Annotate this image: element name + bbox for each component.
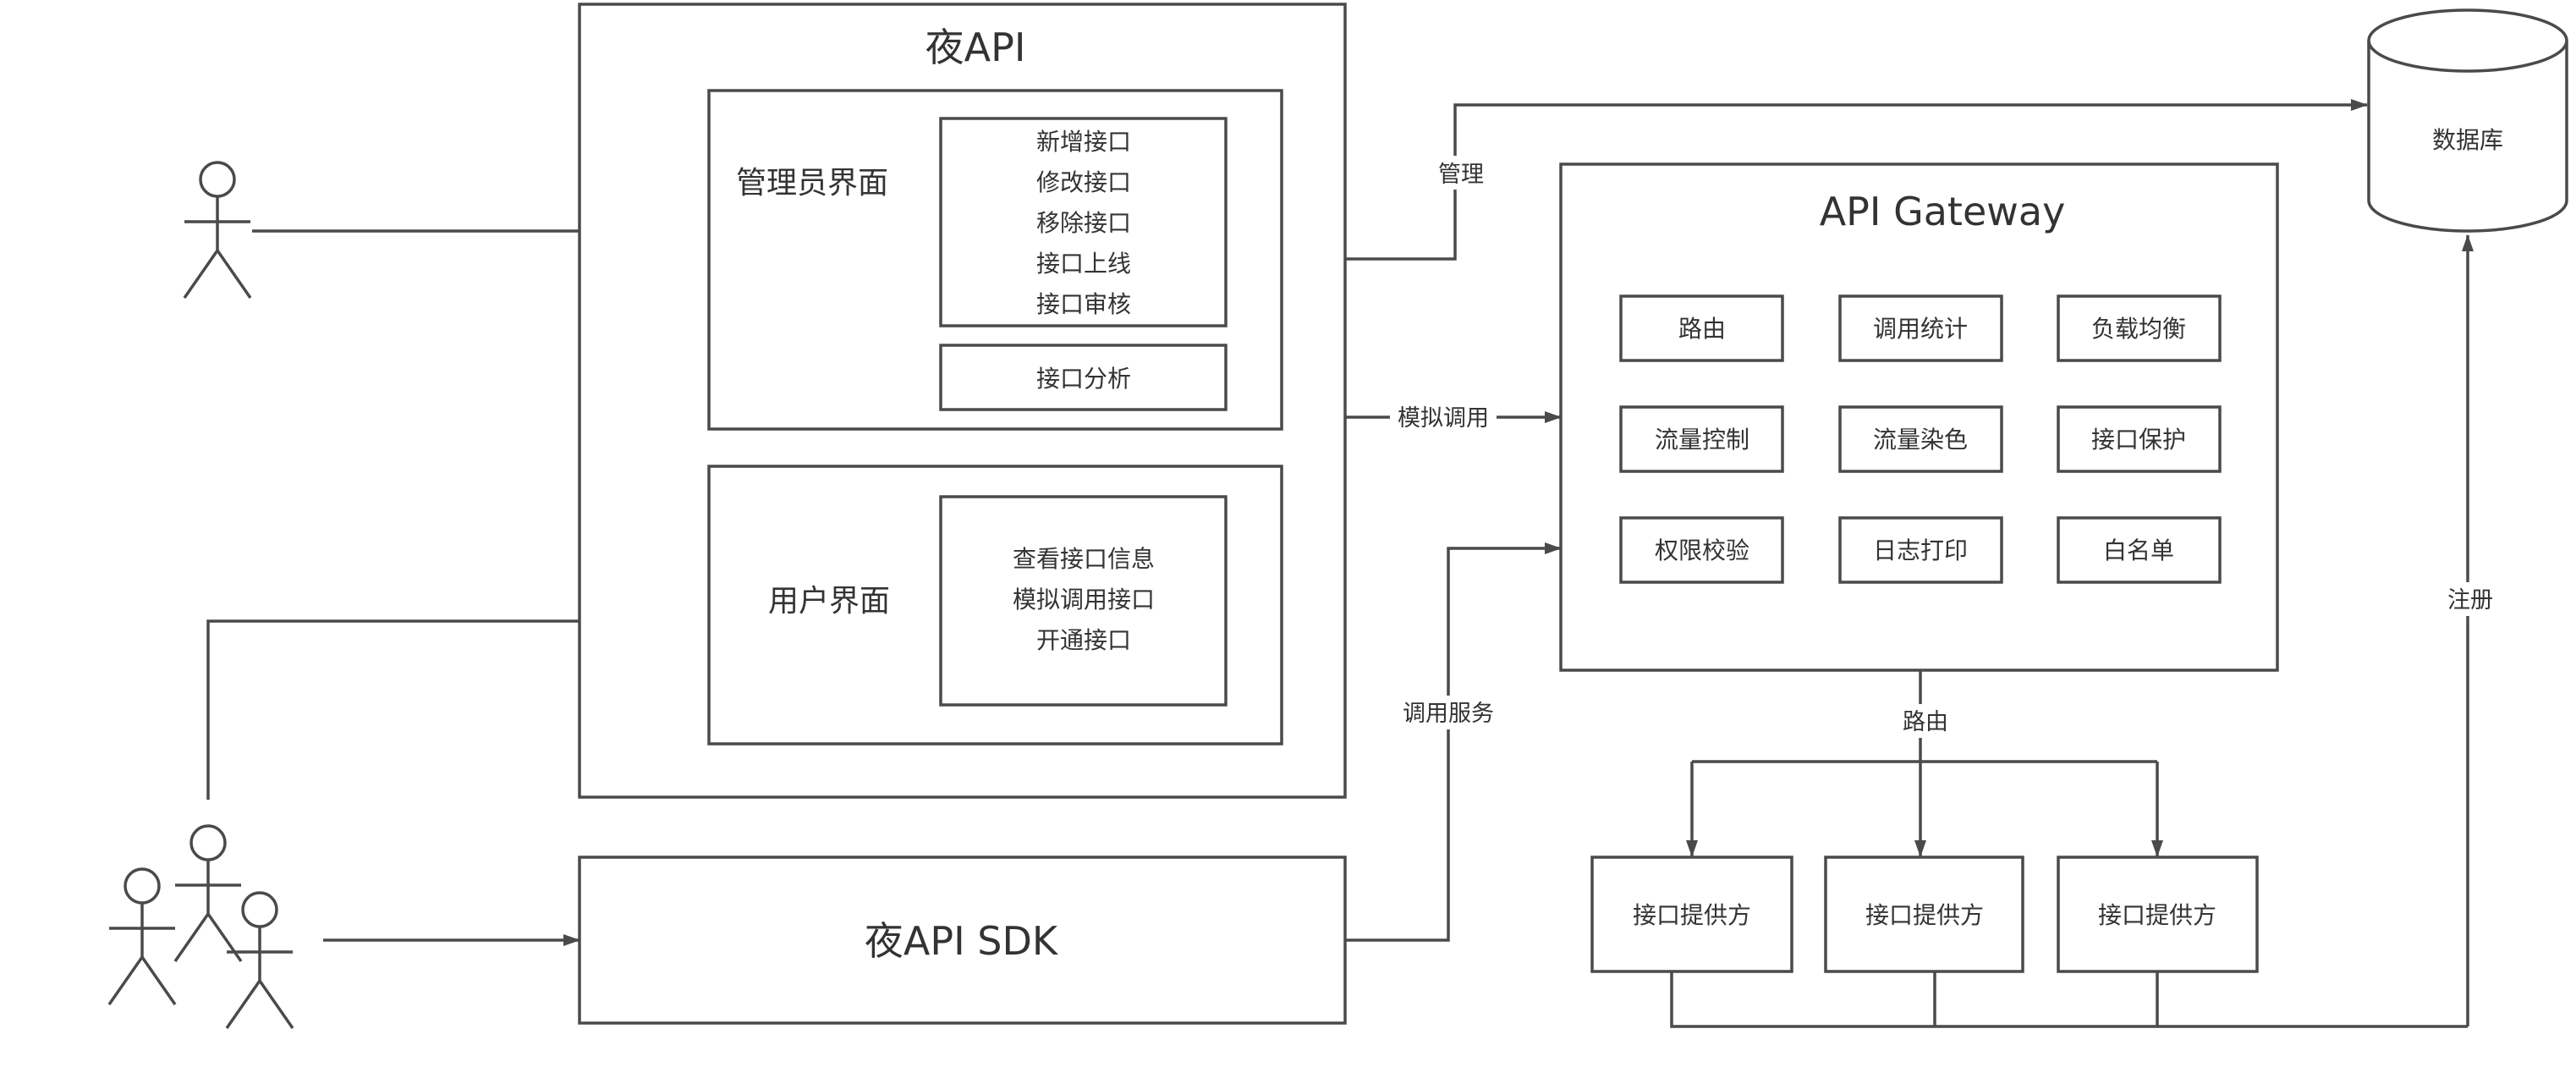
gateway-feature-box xyxy=(1619,516,1784,584)
admin-panel-title: 管理员界面 xyxy=(736,166,888,201)
register-bus xyxy=(1670,971,2468,1028)
provider-box xyxy=(1824,856,2024,973)
provider-label: 接口提供方 xyxy=(2098,901,2216,929)
admin-function-item: 接口上线 xyxy=(1036,250,1131,278)
gateway-feature-label: 调用统计 xyxy=(1873,315,1968,343)
gateway-feature-box xyxy=(2057,294,2222,362)
analysis-box xyxy=(939,344,1228,411)
gateway-feature-box xyxy=(1619,405,1784,473)
gateway-feature-label: 路由 xyxy=(1678,315,1726,343)
user-function-item: 模拟调用接口 xyxy=(1013,586,1155,614)
database-label: 数据库 xyxy=(2432,126,2503,154)
provider-label: 接口提供方 xyxy=(1865,901,1984,929)
database-cylinder-top xyxy=(2367,8,2568,73)
analysis-label: 接口分析 xyxy=(1036,365,1131,393)
edge-label-register: 注册 xyxy=(2447,587,2493,614)
admin-function-item: 移除接口 xyxy=(1036,209,1131,237)
user-panel-title: 用户界面 xyxy=(768,584,890,619)
admin-function-item: 接口审核 xyxy=(1036,290,1131,318)
provider-label: 接口提供方 xyxy=(1633,901,1751,929)
gateway-feature-box xyxy=(1838,294,2003,362)
edge-label-call-service: 调用服务 xyxy=(1403,701,1494,727)
connectors xyxy=(206,99,2474,1028)
main-system: 夜API 管理员界面 新增接口 修改接口 移除接口 接口上线 接口审核 接口分析… xyxy=(578,3,1347,799)
gateway-feature-label: 日志打印 xyxy=(1873,536,1968,564)
api-gateway: API Gateway 路由 调用统计 负载均衡 流量控制 流量染色 接口保护 … xyxy=(1559,162,2279,672)
sdk-box xyxy=(578,856,1347,1025)
gateway-feature-label: 流量染色 xyxy=(1873,426,1968,454)
gateway-feature-label: 负载均衡 xyxy=(2091,315,2186,343)
call-service-arrow xyxy=(1345,542,1562,942)
gateway-title: API Gateway xyxy=(1820,189,2066,234)
user-actor-icon xyxy=(107,867,177,1006)
admin-functions-box xyxy=(939,117,1228,327)
database-cylinder-icon xyxy=(2367,41,2568,233)
sdk: 夜API SDK xyxy=(578,856,1347,1025)
sdk-title: 夜API SDK xyxy=(865,918,1059,964)
gateway-feature-label: 白名单 xyxy=(2103,536,2174,564)
gateway-feature-box xyxy=(1838,405,2003,473)
interface-providers: 接口提供方 接口提供方 接口提供方 xyxy=(1590,856,2259,973)
user-panel: 用户界面 查看接口信息 模拟调用接口 开通接口 xyxy=(707,465,1283,746)
edge-label-mock-call: 模拟调用 xyxy=(1398,405,1489,432)
gateway-feature-box xyxy=(1619,294,1784,362)
provider-box xyxy=(2057,856,2259,973)
gateway-feature-box xyxy=(2057,516,2222,584)
gateway-feature-label: 流量控制 xyxy=(1655,426,1749,454)
admin-function-item: 修改接口 xyxy=(1036,168,1131,196)
main-system-title: 夜API xyxy=(925,25,1026,70)
admin-function-item: 新增接口 xyxy=(1036,128,1131,156)
user-function-item: 开通接口 xyxy=(1036,626,1131,654)
gateway-feature-label: 接口保护 xyxy=(2091,426,2186,454)
users-to-user-panel-arrow xyxy=(206,615,710,800)
admin-panel: 管理员界面 新增接口 修改接口 移除接口 接口上线 接口审核 接口分析 xyxy=(707,89,1283,431)
edge-labels: 管理 模拟调用 调用服务 路由 注册 xyxy=(1390,156,2501,738)
gateway-feature-box xyxy=(2057,405,2222,473)
user-functions-box xyxy=(939,495,1228,707)
edge-label-manage: 管理 xyxy=(1438,162,1484,188)
user-group-icon xyxy=(107,824,294,1030)
user-actor-icon xyxy=(173,824,243,963)
gateway-feature-label: 权限校验 xyxy=(1655,536,1749,564)
gateway-feature-box xyxy=(1838,516,2003,584)
provider-box xyxy=(1590,856,1793,973)
edge-label-route: 路由 xyxy=(1903,709,1948,735)
admin-actor-icon xyxy=(183,161,252,300)
user-function-item: 查看接口信息 xyxy=(1013,545,1155,573)
database: 数据库 xyxy=(2367,8,2568,233)
user-actor-icon xyxy=(225,891,294,1030)
